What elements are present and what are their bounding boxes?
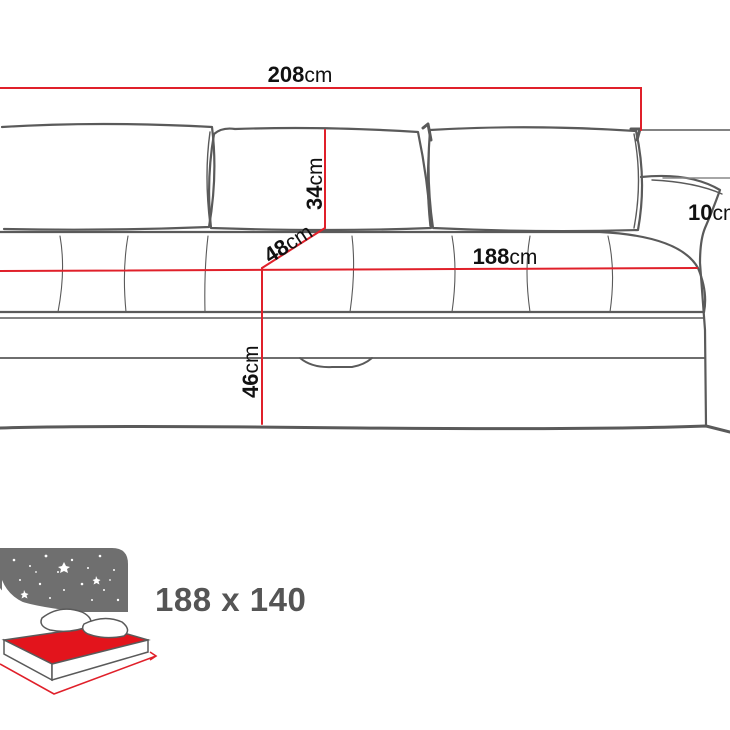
night-sky-backdrop (0, 548, 128, 612)
height-46-label: 46cm (238, 346, 263, 398)
back-pillow-right (427, 126, 644, 233)
depth-48-label: 48cm (259, 219, 317, 269)
height-34-label: 34cm (302, 158, 327, 210)
bed-icon (0, 548, 158, 695)
sofa-outline (0, 122, 730, 434)
width-188-label: 188cm (473, 244, 538, 269)
width-188-line (0, 267, 698, 272)
seat-cushion (0, 230, 707, 314)
armrest-10-label: 10cm (688, 200, 730, 225)
stars (12, 554, 120, 602)
width-208-label: 208cm (268, 62, 333, 87)
pillow-icon-2 (81, 617, 129, 639)
drawer-handle (299, 357, 373, 369)
dimension-lines (0, 87, 730, 425)
mattress-side-right (51, 639, 149, 681)
depth-48-line (261, 227, 326, 269)
bed-length-arrow (0, 655, 157, 695)
back-pillow-left (0, 122, 216, 231)
sofa-base (0, 424, 730, 434)
bed-size-label: 188 x 140 (155, 581, 306, 618)
width-208-line (0, 87, 642, 131)
moon-icon (2, 580, 34, 607)
